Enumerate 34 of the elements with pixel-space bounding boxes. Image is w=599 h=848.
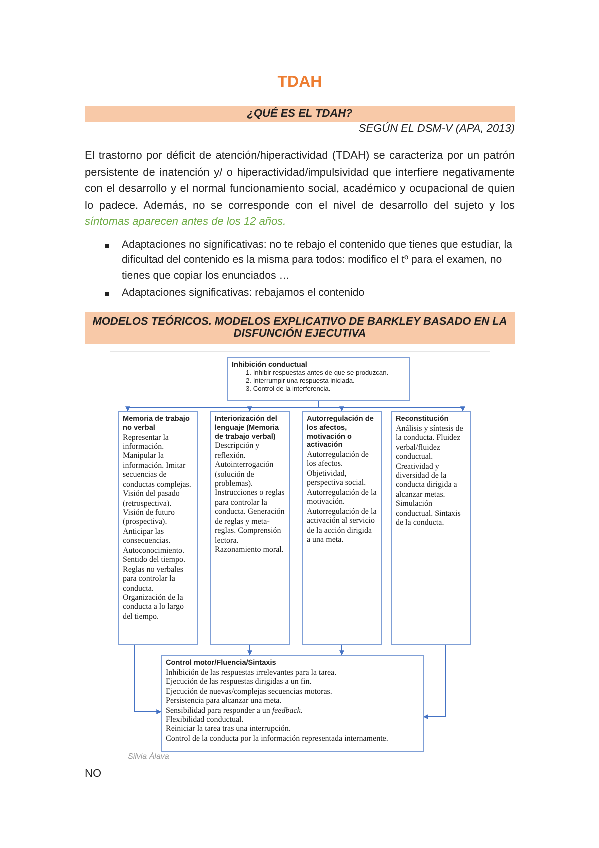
- text-box: [302, 411, 382, 645]
- text-box: [227, 357, 410, 401]
- note-text: NO: [85, 768, 102, 780]
- box-text: Ejecución de las respuestas dirigidas a un fin.: [166, 677, 313, 687]
- text-box: [161, 655, 424, 752]
- title: TDAH: [276, 74, 324, 92]
- box-text: Reiniciar la tarea tras una interrupción.: [166, 724, 292, 734]
- box-text: Análisis y síntesis de la conducta. Fluidez verbal/fluidez conductual. Creatividad y diversidad de la conducta dirigida a alcanzar metas. Simulación conductual. Sintaxis de la conducta.: [396, 424, 464, 528]
- box-text: Sensibilidad para responder a un feedback.: [166, 706, 304, 715]
- text-box: [118, 411, 198, 645]
- text-box: [391, 411, 471, 645]
- section-header-band: [85, 106, 515, 122]
- section-header-band: [85, 312, 515, 344]
- box-text: Control de la conducta por la información representada internamente.: [166, 734, 390, 744]
- arrow: [134, 644, 162, 714]
- text-box: [210, 411, 290, 645]
- bullet-text: Adaptaciones no significativas: no te rebajo el contenido que tienes que estudiar, la dificultad del contenido es la misma para todos: modifico el tº para el examen, no tienes que copiar los enunciados …: [122, 238, 514, 284]
- bullet-text: Adaptaciones significativas: rebajamos el contenido: [122, 286, 366, 301]
- box-text: Persistencia para alcanzar una meta.: [166, 696, 283, 706]
- box-text: Flexibilidad conductual.: [166, 714, 244, 724]
- box-text: Inhibición de las respuestas irrelevantes para la tarea.: [166, 668, 338, 678]
- box-text: Autorregulación de los afectos. Objetividad, perspectiva social. Autorregulación de la motivación. Autorregulación de la activación al servicio de la acción dirigida a una meta.: [307, 450, 377, 544]
- box-text: Ejecución de nuevas/complejas secuencias motoras.: [166, 686, 334, 696]
- arrow: [340, 644, 344, 656]
- box-text: Descripción y reflexión. Autointerrogación (solución de problemas). Instrucciones o reglas para controlar la conducta. Generación de reglas y meta-reglas. Comprensión lectora. Razonamiento moral.: [215, 441, 285, 554]
- paragraph: El trastorno por déficit de atención/hiperactividad (TDAH) se caracteriza por un patrón persistente de inatención y/ o hiperactividad/impulsividad que interfiere negativamente con el desarrollo y el normal funcionamiento social, académico y ocupacional de quien lo padece. Además, no se corresponde con el nivel de desarrollo del sujeto y los síntomas aparecen antes de los 12 años.: [85, 149, 515, 230]
- source-citation: SEGÚN EL DSM-V (APA, 2013): [358, 123, 515, 135]
- arrow: [423, 644, 446, 720]
- section-heading: MODELOS TEÓRICOS. MODELOS EXPLICATIVO DE BARKLEY BASADO EN LA DISFUNCIÓN EJECUTIVA: [92, 316, 508, 340]
- author-signature: Silvia Álava: [128, 752, 170, 761]
- box-text: Representar la información. Manipular la información. Imitar secuencias de conductas complejas. Visión del pasado (retrospectiva). Visión de futuro (prospectiva). Anticipar las consecuencias. Autoconocimiento. Sentido del tiempo. Reglas no verbales para controlar la conducta. Organización de la conducta a lo largo del tiempo.: [123, 432, 192, 622]
- arrow: [248, 644, 252, 656]
- arrow: [318, 400, 466, 412]
- section-heading: ¿QUÉ ES EL TDAH?: [247, 108, 353, 120]
